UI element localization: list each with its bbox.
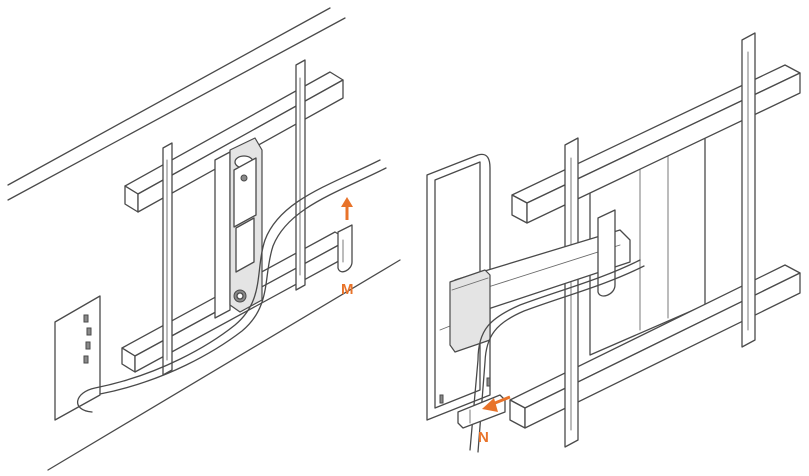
swing-arm	[449, 209, 631, 353]
bottom-rail	[509, 264, 801, 429]
wall-edges	[7, 7, 401, 471]
wall-outlet-box	[54, 295, 101, 421]
cable-clip-m	[337, 224, 353, 273]
callout-n: N	[478, 429, 489, 446]
vertical-brackets	[162, 59, 306, 376]
right-vertical-brackets	[564, 32, 756, 448]
left-wall-mount-illustration: M	[7, 7, 401, 471]
right-wall-mount-illustration: N	[426, 32, 801, 453]
top-rail	[511, 64, 801, 224]
arrow-up-icon	[341, 197, 353, 220]
callout-m: M	[341, 281, 354, 298]
cable-right	[469, 259, 645, 453]
arrow-right-icon	[482, 395, 511, 412]
cable-left	[77, 159, 387, 413]
